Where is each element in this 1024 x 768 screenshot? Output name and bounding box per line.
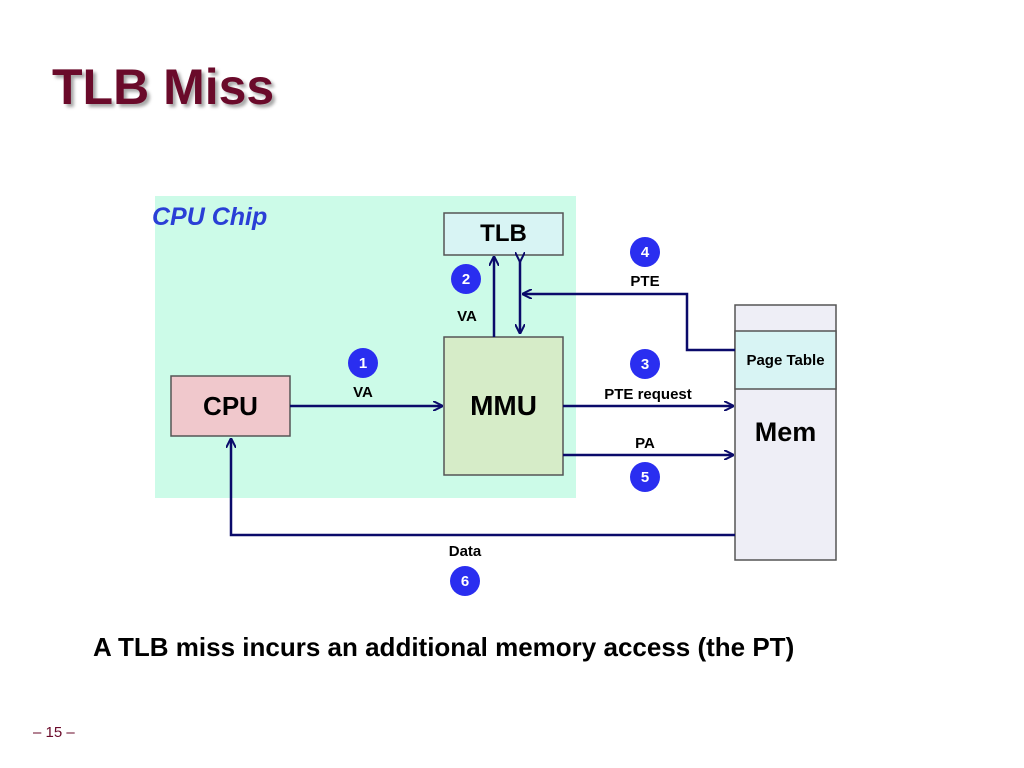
- arrow-label-pa: PA: [635, 435, 655, 452]
- arrow-data: [231, 439, 735, 537]
- tlb-label: TLB: [480, 220, 527, 247]
- tlb-box: [443, 212, 564, 256]
- mem-label: Mem: [754, 416, 817, 447]
- arrow-pte: [523, 294, 735, 352]
- step-badge-5: 5: [630, 462, 660, 492]
- step-badge-1: 1: [348, 348, 378, 378]
- step-badge-3: 3: [630, 349, 660, 379]
- arrow-label-data: Data: [448, 543, 482, 560]
- step-badge-4: 4: [630, 237, 660, 267]
- step-badge-6: 6: [450, 566, 480, 596]
- slide-title: TLB Miss: [52, 59, 275, 115]
- step-badge-2: 2: [451, 264, 481, 294]
- arrow-label-va-1: VA: [353, 384, 373, 401]
- cpu-chip-label: CPU Chip: [152, 203, 268, 231]
- arrow-label-pte-request: PTE request: [604, 386, 692, 403]
- arrow-label-va-2: VA: [457, 308, 477, 325]
- page-table-label: Page Table: [746, 351, 825, 369]
- page-number: – 15 –: [33, 724, 75, 741]
- page-table-box: [734, 330, 837, 390]
- arrow-label-pte: PTE: [630, 273, 660, 290]
- mmu-label: MMU: [470, 390, 537, 421]
- slide-caption: A TLB miss incurs an additional memory a…: [93, 632, 795, 662]
- cpu-label: CPU: [203, 390, 258, 421]
